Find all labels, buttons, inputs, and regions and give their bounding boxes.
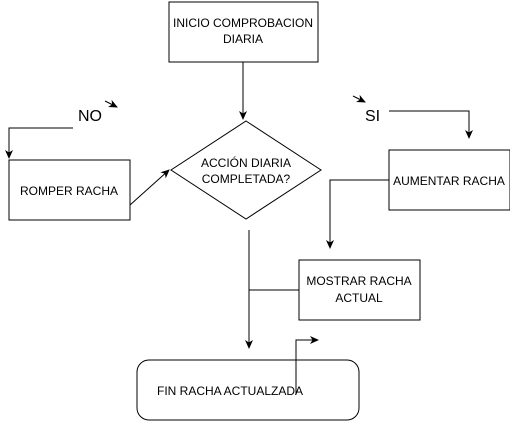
node-end[interactable]: FIN RACHA ACTUALZADA	[136, 359, 360, 421]
node-show-streak-line2: ACTUAL	[335, 291, 383, 305]
branch-label-yes: SI	[365, 108, 380, 125]
node-decision-line1: ACCIÓN DIARIA	[201, 155, 291, 170]
edge-no-stub	[104, 99, 118, 108]
node-break-streak[interactable]: ROMPER RACHA	[8, 159, 131, 221]
edge-yes-stub	[352, 94, 366, 103]
edge-no-branch	[5, 127, 73, 159]
node-break-streak-label: ROMPER RACHA	[20, 184, 118, 198]
node-show-streak[interactable]: MOSTRAR RACHA ACTUAL	[298, 259, 421, 321]
node-show-streak-line1: MOSTRAR RACHA	[306, 274, 411, 288]
node-start[interactable]: INICIO COMPROBACION DIARIA	[168, 1, 319, 63]
node-start-line2: DIARIA	[223, 32, 263, 46]
node-increase-streak[interactable]: AUMENTAR RACHA	[388, 149, 510, 211]
edge-increase-show	[326, 179, 389, 249]
edge-break-decision	[129, 169, 170, 206]
node-start-line1: INICIO COMPROBACION	[173, 16, 313, 30]
edge-end-stub	[295, 336, 319, 394]
node-end-label: FIN RACHA ACTUALZADA	[157, 384, 303, 398]
branch-label-no: NO	[78, 108, 102, 125]
node-decision-line2: COMPLETADA?	[202, 172, 291, 186]
node-decision[interactable]: ACCIÓN DIARIA COMPLETADA?	[170, 120, 322, 220]
edge-yes-branch	[389, 110, 473, 139]
node-increase-streak-label: AUMENTAR RACHA	[393, 174, 505, 188]
